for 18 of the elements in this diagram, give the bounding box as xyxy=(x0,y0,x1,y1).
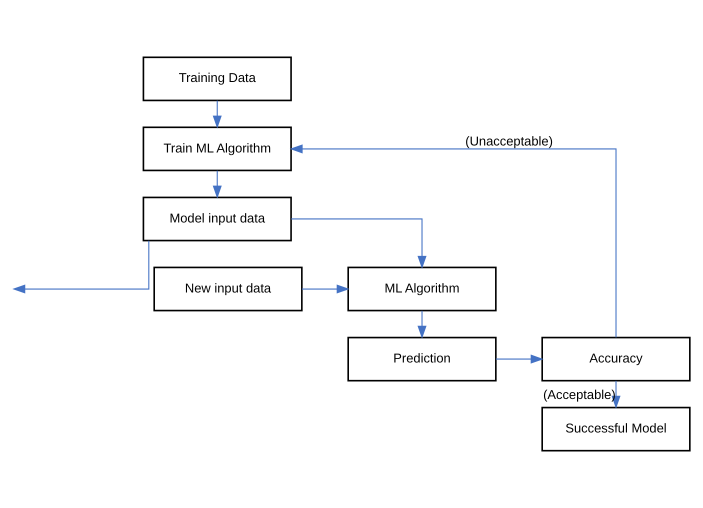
arrow xyxy=(496,354,544,364)
arrow xyxy=(212,170,222,199)
arrow xyxy=(302,284,350,294)
node-box: Model input data xyxy=(142,196,292,242)
node-box: Successful Model xyxy=(541,406,691,452)
edge-label: (Unacceptable) xyxy=(465,133,553,148)
arrow xyxy=(12,240,150,294)
edge-label: (Acceptable) xyxy=(543,386,616,402)
node-box: Training Data xyxy=(142,56,292,102)
arrow xyxy=(212,100,222,129)
node-box: Accuracy xyxy=(541,336,691,382)
node-box: New input data xyxy=(153,266,303,312)
arrow xyxy=(290,144,617,338)
arrow xyxy=(291,218,427,269)
node-box: Prediction xyxy=(347,336,497,382)
node-box: Train ML Algorithm xyxy=(142,126,292,172)
arrow xyxy=(417,310,427,339)
node-box: ML Algorithm xyxy=(347,266,497,312)
